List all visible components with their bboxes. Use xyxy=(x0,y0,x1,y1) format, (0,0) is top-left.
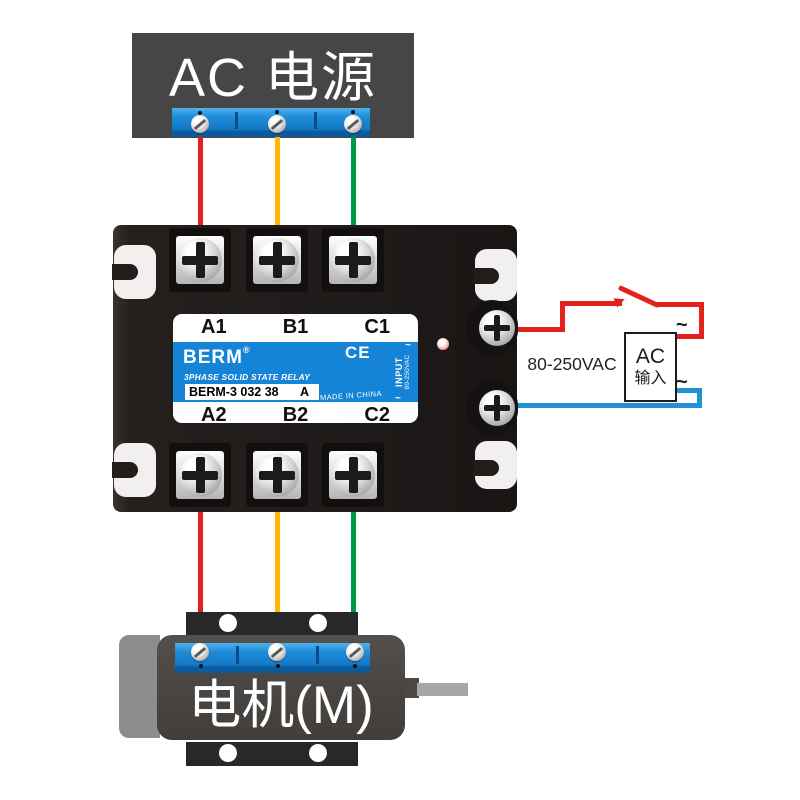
registered-mark: ® xyxy=(242,345,251,355)
screw-cross-icon xyxy=(255,453,299,497)
terminal-label-b1: B1 xyxy=(282,316,309,338)
motor-shaft-boss xyxy=(404,678,419,698)
ce-mark-icon: CE xyxy=(345,343,371,362)
relay-type-line: 3PHASE SOLID STATE RELAY xyxy=(184,372,311,382)
screw-cross-icon xyxy=(331,453,375,497)
relay-terminal-a2 xyxy=(169,443,231,507)
relay-terminal-b2 xyxy=(246,443,308,507)
relay-terminal-b1 xyxy=(246,228,308,292)
input-label: INPUT xyxy=(394,357,404,387)
input-rating-block: INPUT 80-250VAC ~ ~ xyxy=(390,340,416,404)
phase-c-wire-top xyxy=(351,137,356,232)
terminal-dot xyxy=(351,110,355,114)
control-live-wire xyxy=(560,301,565,332)
brand-logo: BERM® xyxy=(183,345,251,369)
terminal-dot xyxy=(276,664,280,668)
terminal-dot xyxy=(353,664,357,668)
screw-cross-icon xyxy=(479,390,515,426)
control-neutral-wire xyxy=(671,388,702,393)
origin-text: MADE IN CHINA xyxy=(319,388,383,403)
control-voltage-label: 80-250VAC xyxy=(527,354,617,374)
motor-mount-bracket-top xyxy=(186,612,358,636)
model-number-box: BERM-3 032 38 A xyxy=(185,384,319,400)
terminal-dot xyxy=(199,664,203,668)
screw-icon xyxy=(268,115,286,133)
nameplate-blue-band: BERM® 3PHASE SOLID STATE RELAY BERM-3 03… xyxy=(173,340,418,404)
terminal-label-c1: C1 xyxy=(364,316,390,338)
screw-cross-icon xyxy=(178,238,222,282)
relay-terminal-c1 xyxy=(322,228,384,292)
input-range: 80-250VAC xyxy=(404,354,411,390)
ac-power-label: AC 电源 xyxy=(168,47,378,108)
ac-input-line1: AC xyxy=(635,345,666,368)
screw-icon xyxy=(346,643,364,661)
screw-cross-icon xyxy=(479,310,515,346)
mount-hole-icon xyxy=(309,614,327,632)
motor-label: 电机(M) xyxy=(188,676,374,735)
strip-divider xyxy=(235,112,238,129)
terminal-label-b2: B2 xyxy=(282,404,309,423)
terminal-dot xyxy=(275,110,279,114)
control-live-wire xyxy=(699,302,704,339)
mounting-slot-icon xyxy=(473,249,517,301)
terminal-label-c2: C2 xyxy=(364,404,390,423)
control-live-wire xyxy=(560,301,622,306)
phase-c-wire-bottom xyxy=(351,502,356,654)
terminal-row-bottom: A2 B2 C2 xyxy=(173,404,418,423)
terminal-label-a2: A2 xyxy=(201,404,227,423)
relay-nameplate: A1 B1 C1 BERM® 3PHASE SOLID STATE RELAY … xyxy=(173,314,418,423)
phase-a-wire-top xyxy=(198,137,203,232)
model-number: BERM-3 032 38 xyxy=(189,385,279,399)
ac-tilde-icon: ~ xyxy=(395,393,401,404)
screw-icon xyxy=(191,643,209,661)
motor-end-cap xyxy=(119,635,160,738)
screw-cross-icon xyxy=(331,238,375,282)
ac-input-line2: 输入 xyxy=(634,370,667,387)
screw-icon xyxy=(268,643,286,661)
mount-hole-icon xyxy=(309,744,327,762)
mount-hole-icon xyxy=(219,614,237,632)
mount-hole-icon xyxy=(219,744,237,762)
mounting-slot-icon xyxy=(112,443,156,497)
input-terminal-positive xyxy=(466,300,518,356)
phase-b-wire-bottom xyxy=(275,502,280,654)
input-terminal-negative xyxy=(466,380,518,436)
ac-tilde-icon: ~ xyxy=(676,314,688,336)
control-live-wire xyxy=(513,327,563,332)
brand-text: BERM xyxy=(183,347,243,368)
terminal-label-a1: A1 xyxy=(201,316,227,338)
terminal-row-top: A1 B1 C1 xyxy=(173,316,418,342)
model-suffix: A xyxy=(299,385,309,399)
strip-divider xyxy=(314,112,317,129)
ac-tilde-icon: ~ xyxy=(405,340,411,351)
control-neutral-wire xyxy=(513,403,702,408)
strip-divider xyxy=(236,646,239,664)
terminal-dot xyxy=(198,111,202,115)
screw-icon xyxy=(191,115,209,133)
ac-tilde-icon: ~ xyxy=(676,371,688,393)
screw-icon xyxy=(344,115,362,133)
phase-a-wire-bottom xyxy=(198,502,203,654)
strip-divider xyxy=(316,646,319,664)
control-neutral-wire xyxy=(697,388,702,408)
motor-mount-bracket-bottom xyxy=(186,742,358,766)
status-led-icon xyxy=(437,338,449,350)
screw-cross-icon xyxy=(255,238,299,282)
mounting-slot-icon xyxy=(112,245,156,299)
control-live-wire xyxy=(671,334,704,339)
motor-shaft xyxy=(417,683,468,696)
phase-b-wire-top xyxy=(275,137,280,232)
ac-input-source-box: AC 输入 xyxy=(624,332,677,402)
control-live-wire xyxy=(656,302,704,307)
relay-terminal-c2 xyxy=(322,443,384,507)
relay-terminal-a1 xyxy=(169,228,231,292)
mounting-slot-icon xyxy=(473,441,517,489)
screw-cross-icon xyxy=(178,453,222,497)
